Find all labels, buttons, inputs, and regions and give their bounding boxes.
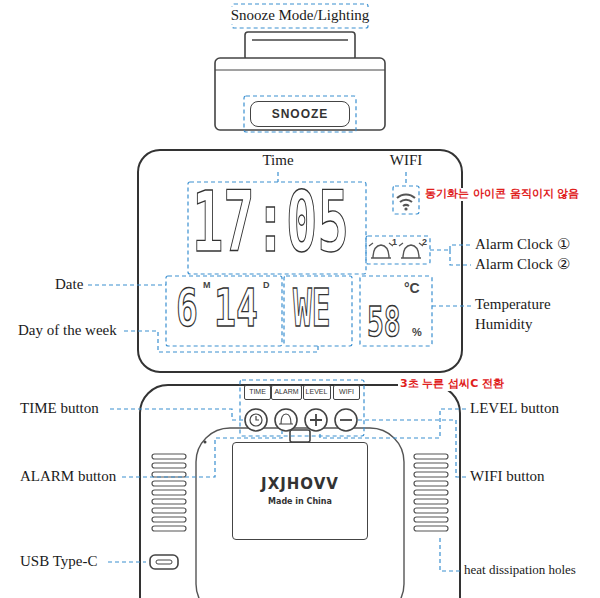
node-text: TIME — [249, 388, 266, 396]
battery-cover: JXJHOVV Made in China — [232, 442, 368, 540]
vent-slot — [414, 508, 448, 513]
vent-slot — [152, 481, 186, 486]
lcd-unit: D — [263, 280, 270, 290]
lcd-digits: 6 — [176, 282, 198, 334]
vent-slot — [414, 472, 448, 477]
vent-slot — [152, 517, 186, 522]
lcd-digits: WE — [293, 282, 331, 334]
part-label: LEVEL button — [470, 400, 559, 417]
node-text: WIFI — [339, 388, 354, 396]
part-label: Day of the week — [18, 322, 117, 339]
button-tag: WIFI — [333, 385, 360, 400]
part-label: heat dissipation holes — [464, 563, 576, 578]
vent-slot — [414, 463, 448, 468]
vent-slot — [414, 481, 448, 486]
vent-slot — [152, 490, 186, 495]
vent-slot — [414, 454, 448, 459]
vent-slot — [152, 454, 186, 459]
part-label: WIFI — [390, 152, 423, 169]
lcd-unit: M — [203, 280, 211, 290]
vent-slot — [152, 472, 186, 477]
part-label: Alarm Clock ② — [475, 256, 570, 273]
vent-slot — [414, 526, 448, 531]
snooze-button: SNOOZE — [250, 101, 350, 127]
vent-slot — [414, 490, 448, 495]
part-label: Alarm Clock ① — [475, 236, 570, 253]
alarm-number: 1 — [392, 237, 397, 247]
lcd-unit: % — [412, 326, 422, 339]
note-text: 동기화는 아이콘 움직이지 않음 — [423, 188, 582, 201]
part-label: Date — [55, 276, 83, 293]
vent-slot — [414, 499, 448, 504]
button-tag: ALARM — [271, 385, 302, 400]
vent-slot — [152, 508, 186, 513]
part-label: Snooze Mode/Lighting — [231, 7, 370, 24]
node-subtext: Made in China — [268, 497, 332, 507]
part-label: Temperature — [475, 296, 551, 313]
lcd-digits: 14 — [214, 282, 258, 334]
vent-slot — [414, 517, 448, 522]
node-text: ALARM — [274, 388, 298, 396]
part-label: WIFI button — [470, 468, 545, 485]
button-tag: LEVEL — [303, 385, 331, 400]
vent-slot — [152, 499, 186, 504]
lcd-digits: 58 — [367, 302, 401, 342]
part-label: USB Type-C — [20, 553, 97, 570]
node-text: JXJHOVV — [261, 475, 339, 493]
lcd-digits: 17:05 — [192, 180, 349, 264]
part-label: TIME button — [20, 400, 99, 417]
note-text: 3초 누른 섭씨C 전환 — [398, 378, 506, 391]
lcd-unit: °C — [404, 280, 420, 296]
alarm-number: 2 — [422, 237, 427, 247]
vent-slot — [152, 463, 186, 468]
part-label: Humidity — [475, 316, 533, 333]
part-label: Time — [262, 152, 293, 169]
button-tag: TIME — [244, 385, 271, 400]
vent-slot — [152, 526, 186, 531]
node-text: LEVEL — [306, 388, 328, 396]
part-label: ALARM button — [20, 468, 116, 485]
node-text: SNOOZE — [272, 107, 329, 121]
